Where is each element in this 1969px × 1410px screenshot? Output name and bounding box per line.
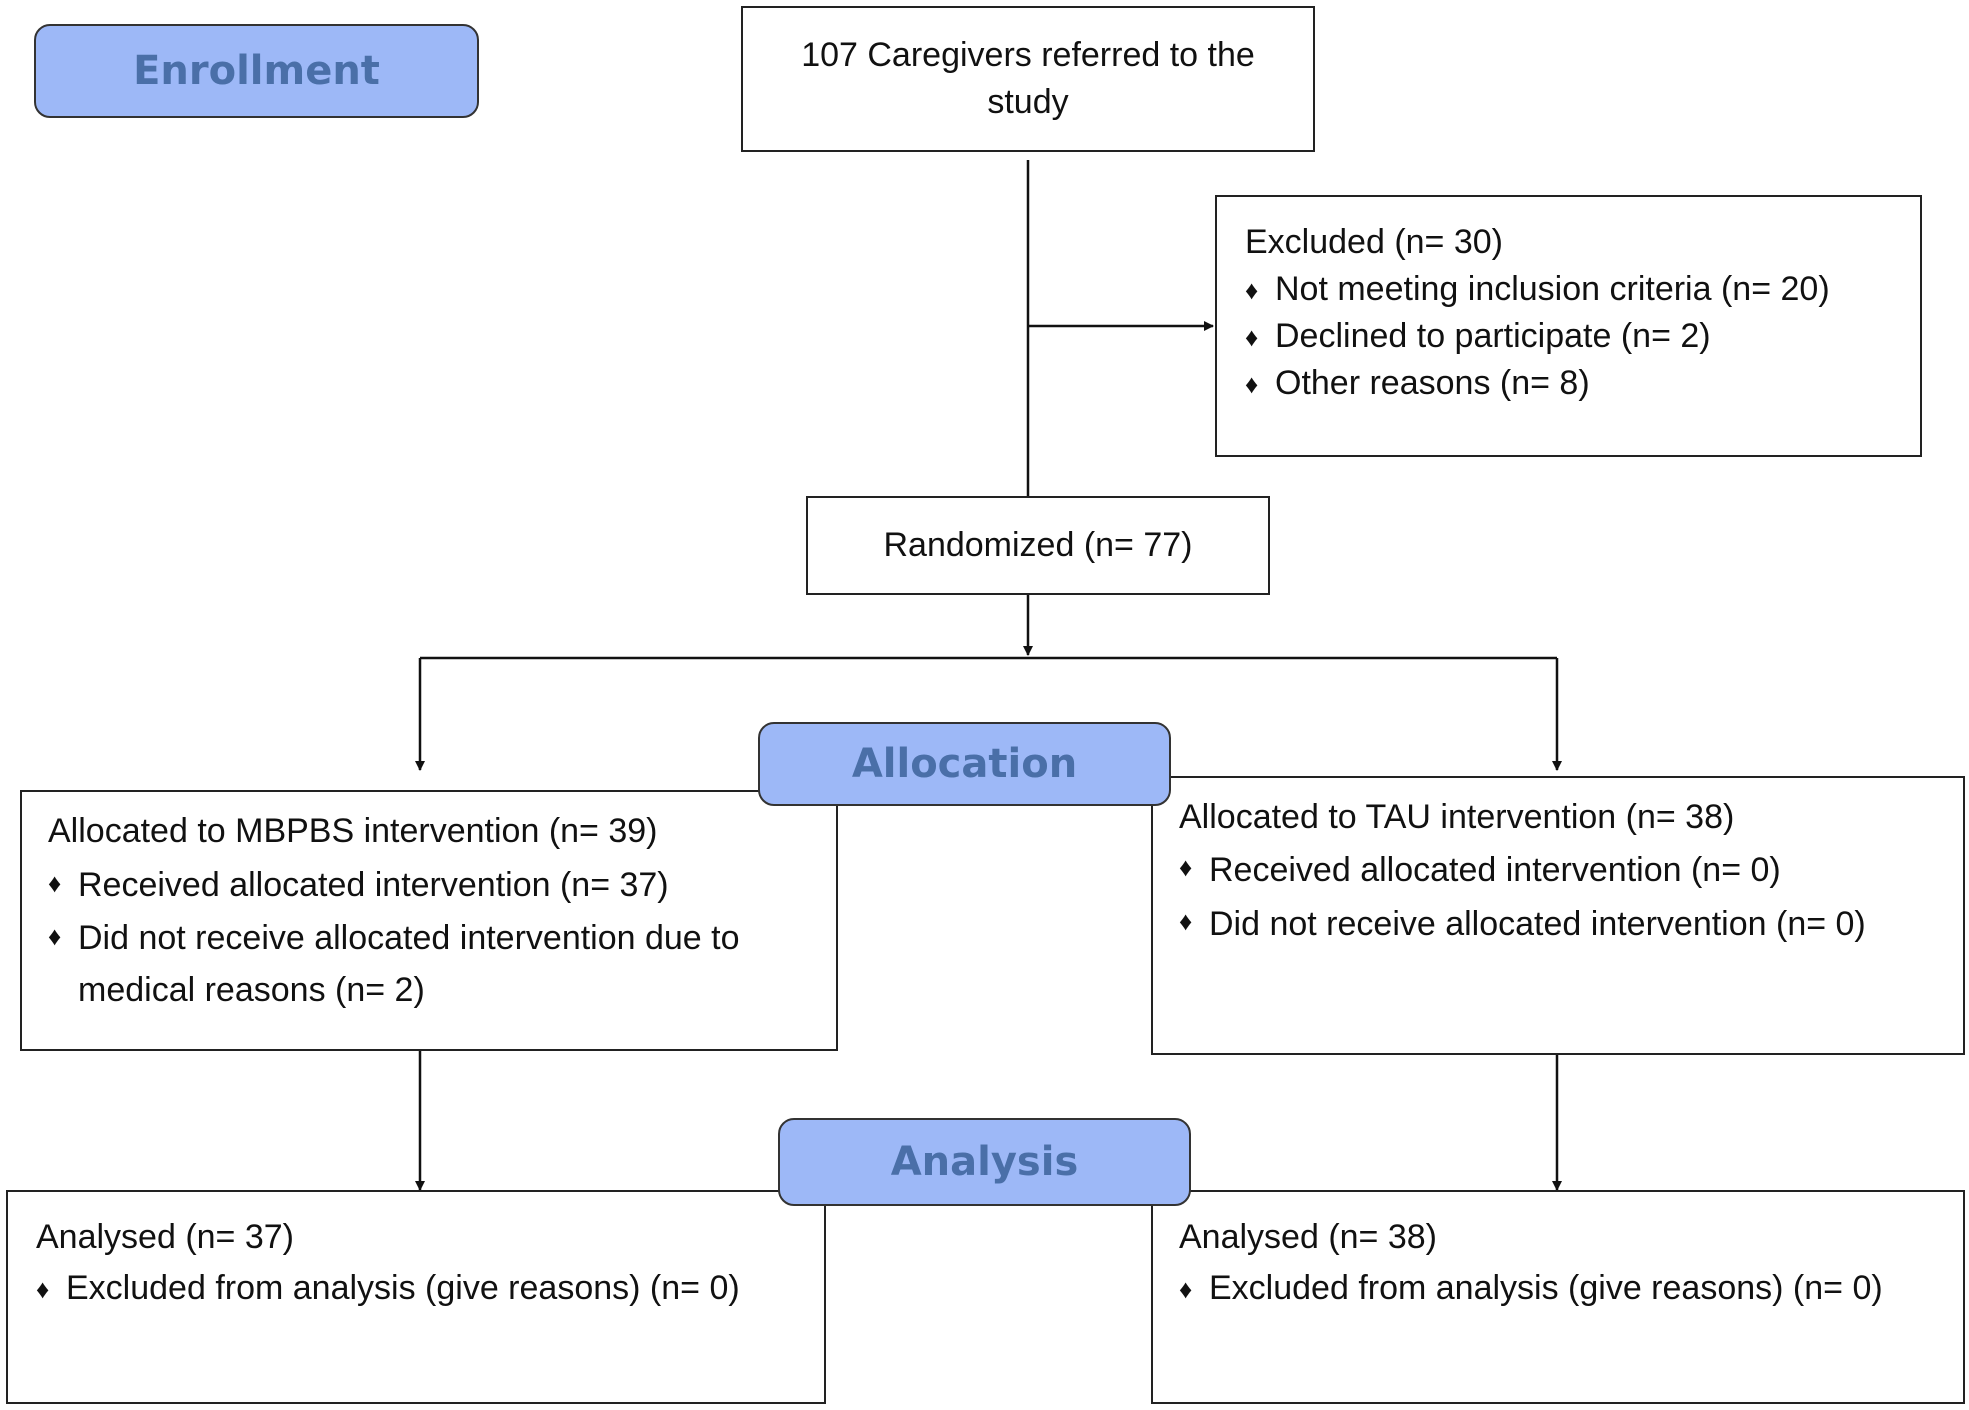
list-item: ♦Received allocated intervention (n= 37) (48, 859, 816, 912)
diamond-bullet-icon: ♦ (36, 1273, 50, 1304)
list-item: ♦Did not receive allocated intervention … (1179, 897, 1963, 951)
list-item: ♦Other reasons (n= 8) (1245, 360, 1920, 407)
analysis-tau-title: Analysed (n= 38) (1179, 1218, 1437, 1256)
list-item: ♦Excluded from analysis (give reasons) (… (36, 1265, 824, 1312)
diamond-bullet-icon: ♦ (1179, 1273, 1193, 1304)
referred-text-line2: study (987, 83, 1069, 121)
list-item: ♦Declined to participate (n= 2) (1245, 313, 1920, 360)
excluded-box: Excluded (n= 30) ♦Not meeting inclusion … (1215, 195, 1922, 457)
excluded-title: Excluded (n= 30) (1245, 223, 1503, 261)
list-item: ♦Not meeting inclusion criteria (n= 20) (1245, 266, 1920, 313)
allocation-tau-list: ♦Received allocated intervention (n= 0) … (1179, 843, 1963, 952)
analysis-tau-box: Analysed (n= 38) ♦Excluded from analysis… (1151, 1190, 1965, 1404)
randomized-text: Randomized (n= 77) (883, 526, 1193, 565)
referred-box: 107 Caregivers referred to the study (741, 6, 1315, 152)
referred-text-line1: 107 Caregivers referred to the (801, 36, 1255, 75)
allocation-mbpbs-title: Allocated to MBPBS intervention (n= 39) (48, 812, 658, 850)
analysis-mbpbs-box: Analysed (n= 37) ♦Excluded from analysis… (6, 1190, 826, 1404)
diamond-bullet-icon: ♦ (48, 867, 62, 898)
diamond-bullet-icon: ♦ (1245, 368, 1259, 399)
randomized-box: Randomized (n= 77) (806, 496, 1270, 595)
analysis-tau-list: ♦Excluded from analysis (give reasons) (… (1179, 1265, 1963, 1312)
analysis-mbpbs-title: Analysed (n= 37) (36, 1218, 294, 1256)
list-item: ♦Did not receive allocated intervention … (48, 912, 816, 1017)
phase-enrollment-label: Enrollment (34, 24, 479, 118)
diamond-bullet-icon: ♦ (1179, 851, 1193, 882)
allocation-mbpbs-list: ♦Received allocated intervention (n= 37)… (48, 859, 816, 1017)
allocation-mbpbs-box: Allocated to MBPBS intervention (n= 39) … (20, 790, 838, 1051)
list-item: ♦Received allocated intervention (n= 0) (1179, 843, 1963, 897)
phase-analysis-label: Analysis (778, 1118, 1191, 1206)
allocation-tau-box: Allocated to TAU intervention (n= 38) ♦R… (1151, 776, 1965, 1055)
excluded-reasons-list: ♦Not meeting inclusion criteria (n= 20) … (1245, 266, 1920, 407)
allocation-tau-title: Allocated to TAU intervention (n= 38) (1179, 798, 1735, 836)
diamond-bullet-icon: ♦ (1179, 906, 1193, 937)
list-item: ♦Excluded from analysis (give reasons) (… (1179, 1265, 1963, 1312)
diamond-bullet-icon: ♦ (1245, 274, 1259, 305)
phase-allocation-label: Allocation (758, 722, 1171, 806)
diamond-bullet-icon: ♦ (1245, 321, 1259, 352)
analysis-mbpbs-list: ♦Excluded from analysis (give reasons) (… (36, 1265, 824, 1312)
diamond-bullet-icon: ♦ (48, 920, 62, 951)
